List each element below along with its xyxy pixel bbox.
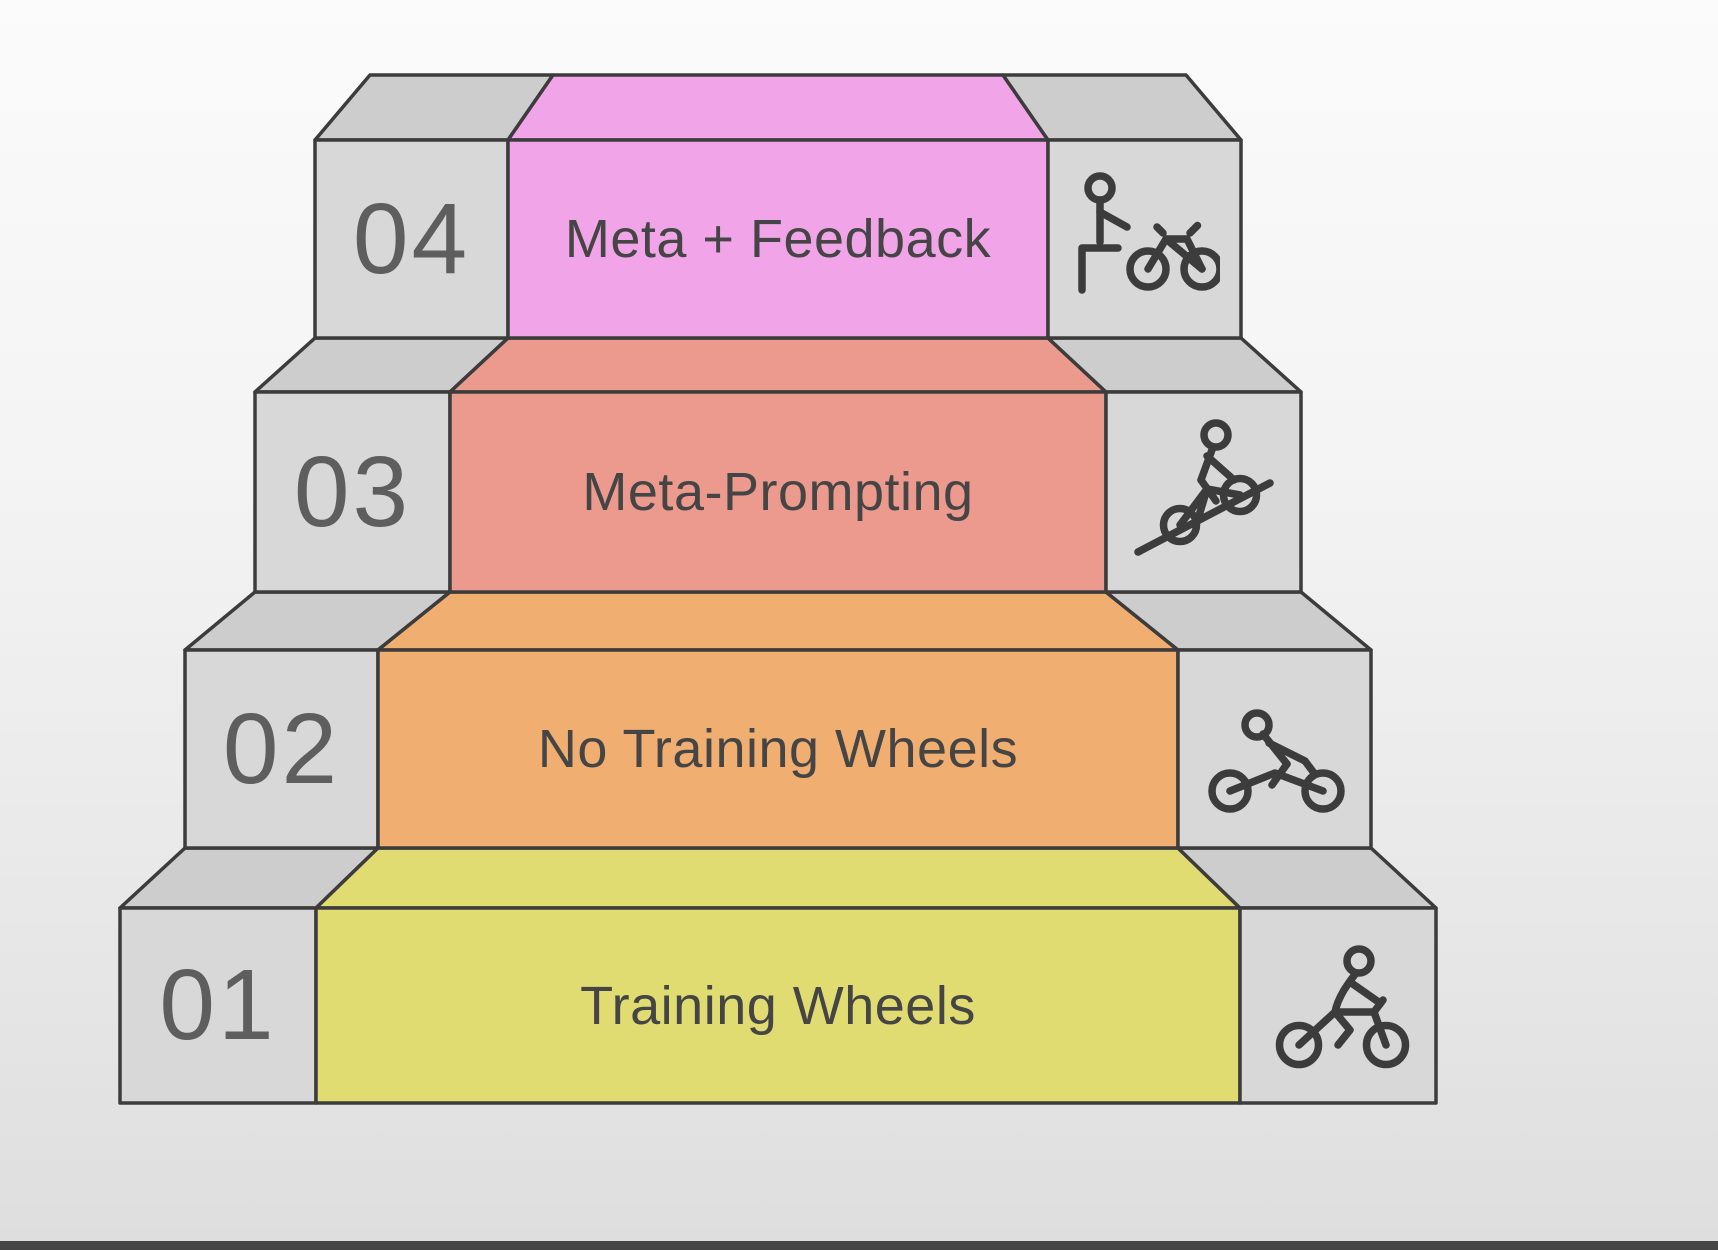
step3-number: 03	[293, 435, 412, 548]
step4-label: Meta + Feedback	[564, 209, 992, 269]
cyclist-icon	[1240, 908, 1436, 1103]
person-with-bicycle-icon	[1048, 140, 1241, 338]
step1-top-center-face	[314, 846, 1242, 910]
step4-top-center-face	[506, 73, 1050, 142]
step2-label: No Training Wheels	[537, 719, 1019, 779]
leaning-cyclist-icon	[1178, 650, 1371, 848]
step3-top-center-face	[448, 336, 1108, 394]
downhill-cyclist-icon	[1106, 392, 1301, 592]
step4-label-panel	[506, 138, 1050, 340]
step2-number-box	[183, 648, 380, 850]
step2-top-center-face	[376, 590, 1180, 652]
step2-label-panel	[376, 648, 1180, 850]
step1-number: 01	[159, 949, 277, 1061]
bottom-edge-strip	[0, 1241, 1718, 1250]
step2-icon-box	[1176, 648, 1373, 850]
step1-label-panel	[314, 906, 1242, 1105]
step3-label: Meta-Prompting	[582, 462, 974, 522]
step4-number: 04	[352, 182, 471, 295]
step3-number-box	[253, 390, 452, 594]
step1-label: Training Wheels	[580, 975, 976, 1036]
step1-number-box	[118, 906, 318, 1105]
step3-label-panel	[448, 390, 1108, 594]
step4-icon-box	[1046, 138, 1243, 340]
step2-number: 02	[222, 692, 341, 805]
